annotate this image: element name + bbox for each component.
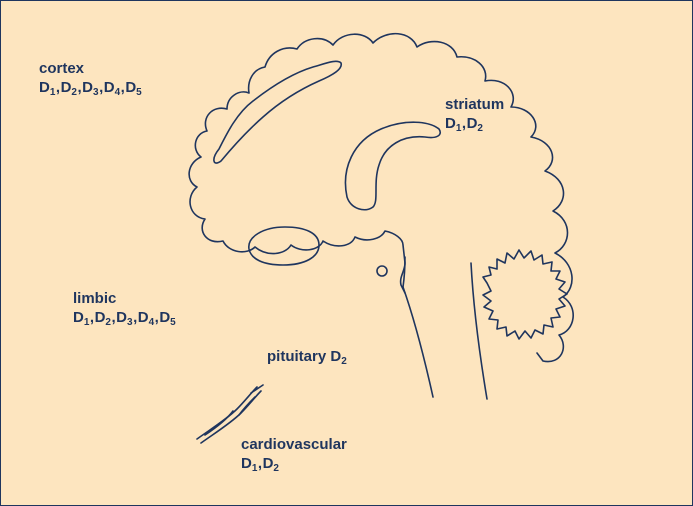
region-name: pituitary	[267, 348, 326, 365]
label-striatum: striatum D1,D2	[445, 95, 504, 133]
receptor-D1: D1	[241, 455, 257, 472]
brainstem-back	[471, 263, 487, 399]
receptor-D3: D3	[116, 309, 132, 326]
receptor-list: D2	[330, 348, 346, 365]
region-name: cardiovascular	[241, 435, 347, 454]
vessel-line-a	[197, 387, 257, 439]
receptor-D2: D2	[330, 348, 346, 365]
small-nucleus	[377, 266, 387, 276]
thalamus-oval	[249, 227, 319, 265]
striatum-shape	[345, 122, 440, 210]
receptor-list: D1,D2	[241, 454, 347, 473]
receptor-D2: D2	[467, 115, 483, 132]
cerebellum	[483, 250, 567, 339]
label-pituitary: pituitary D2	[267, 347, 347, 366]
receptor-list: D1,D2,D3,D4,D5	[39, 78, 142, 97]
receptor-D3: D3	[82, 79, 98, 96]
label-cortex: cortex D1,D2,D3,D4,D5	[39, 59, 142, 97]
receptor-list: D1,D2,D3,D4,D5	[73, 308, 176, 327]
region-name: striatum	[445, 95, 504, 114]
receptor-D1: D1	[445, 115, 461, 132]
receptor-D2: D2	[95, 309, 111, 326]
label-cardiovascular: cardiovascular D1,D2	[241, 435, 347, 473]
cortex-fold	[214, 61, 341, 163]
receptor-D4: D4	[104, 79, 120, 96]
brainstem-front	[403, 287, 433, 397]
receptor-D5: D5	[125, 79, 141, 96]
receptor-list: D1,D2	[445, 114, 504, 133]
receptor-D4: D4	[138, 309, 154, 326]
region-name: cortex	[39, 59, 142, 78]
region-name: limbic	[73, 289, 176, 308]
receptor-D1: D1	[73, 309, 89, 326]
label-limbic: limbic D1,D2,D3,D4,D5	[73, 289, 176, 327]
receptor-D5: D5	[159, 309, 175, 326]
brain-outline	[189, 34, 573, 362]
receptor-D2: D2	[263, 455, 279, 472]
receptor-D2: D2	[61, 79, 77, 96]
receptor-D1: D1	[39, 79, 55, 96]
